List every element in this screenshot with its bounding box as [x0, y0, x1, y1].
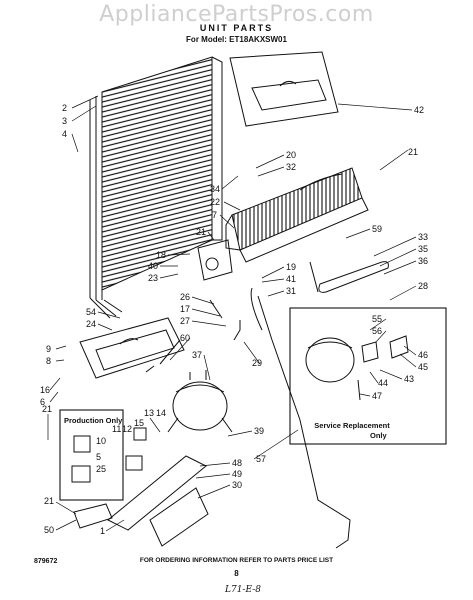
callout-15: 15 — [134, 418, 144, 428]
leader-lines — [47, 95, 417, 532]
callout-17: 17 — [180, 304, 190, 314]
service-replacement-only: Only — [370, 431, 387, 440]
evaporator-coil — [89, 56, 223, 319]
service-compressor — [305, 335, 409, 401]
fan-bracket — [197, 239, 233, 281]
callout-14: 14 — [156, 408, 166, 418]
callout-16: 16 — [40, 385, 50, 395]
callout-26: 26 — [180, 292, 190, 302]
callout-59: 59 — [372, 224, 382, 234]
callout-2: 2 — [62, 103, 67, 113]
callout-21-left: 21 — [42, 404, 52, 414]
callout-25: 25 — [96, 464, 106, 474]
callout-21-top: 21 — [408, 147, 418, 157]
callout-4: 4 — [62, 129, 67, 139]
callout-10: 10 — [96, 436, 106, 446]
callout-41: 41 — [286, 274, 296, 284]
handwritten-note: L71-E-8 — [225, 585, 261, 595]
refrigerant-tubes — [145, 287, 351, 549]
callout-31: 31 — [286, 286, 296, 296]
callout-55: 55 — [372, 314, 382, 324]
page-number: 8 — [234, 569, 239, 578]
defrost-heater — [309, 261, 389, 293]
relay-overload — [71, 427, 147, 483]
base-pan — [73, 455, 209, 547]
callout-27: 27 — [180, 316, 190, 326]
drain-pan-box — [229, 51, 339, 127]
callout-40: 40 — [148, 261, 158, 271]
callout-56: 56 — [372, 326, 382, 336]
callout-49: 49 — [232, 469, 242, 479]
diagram-code: 879672 — [34, 558, 58, 565]
callout-34: 34 — [210, 184, 220, 194]
compressor — [167, 370, 233, 433]
callout-19: 19 — [286, 262, 296, 272]
callout-48: 48 — [232, 458, 242, 468]
callout-28: 28 — [418, 281, 428, 291]
callout-23: 23 — [148, 273, 158, 283]
callout-9: 9 — [46, 344, 51, 354]
callout-21-bottom: 21 — [44, 496, 54, 506]
callout-22: 22 — [210, 197, 220, 207]
callout-6: 6 — [40, 397, 45, 407]
callout-5: 5 — [96, 452, 101, 462]
callout-37: 37 — [192, 350, 202, 360]
callout-29: 29 — [252, 358, 262, 368]
callout-7: 7 — [212, 210, 217, 220]
model-number: For Model: ET18AKXSW01 — [186, 35, 287, 44]
callout-45: 45 — [418, 362, 428, 372]
callout-39: 39 — [254, 426, 264, 436]
callout-1: 1 — [100, 526, 105, 536]
callout-24: 24 — [86, 319, 96, 329]
condenser-coil — [225, 167, 369, 263]
callout-13: 13 — [144, 408, 154, 418]
callout-47: 47 — [372, 391, 382, 401]
callout-44: 44 — [378, 378, 388, 388]
service-replacement-box — [289, 307, 447, 445]
callout-33: 33 — [418, 232, 428, 242]
production-only-title: Production Only — [64, 416, 123, 425]
callout-42: 42 — [414, 105, 424, 115]
callout-30: 30 — [232, 480, 242, 490]
callout-50: 50 — [44, 525, 54, 535]
callout-8: 8 — [46, 356, 51, 366]
callout-12: 12 — [122, 424, 132, 434]
production-only-box — [59, 409, 124, 501]
service-replacement-title: Service Replacement — [314, 421, 390, 430]
callout-43: 43 — [404, 374, 414, 384]
callout-21-mid: 21 — [196, 227, 206, 237]
ordering-note: FOR ORDERING INFORMATION REFER TO PARTS … — [139, 557, 334, 564]
callout-3: 3 — [62, 116, 67, 126]
callout-36: 36 — [418, 256, 428, 266]
callout-32: 32 — [286, 162, 296, 172]
drain-pan — [79, 317, 185, 379]
callout-18: 18 — [156, 250, 166, 260]
callout-11: 11 — [112, 424, 121, 434]
callout-35: 35 — [418, 244, 428, 254]
callout-57: 57 — [256, 454, 266, 464]
diagram-title: UNIT PARTS — [199, 23, 274, 33]
callout-46: 46 — [418, 350, 428, 360]
callout-60: 60 — [180, 333, 190, 343]
watermark: AppliancePartsPros.com — [99, 2, 374, 27]
callout-20: 20 — [286, 150, 296, 160]
callout-54: 54 — [86, 307, 96, 317]
